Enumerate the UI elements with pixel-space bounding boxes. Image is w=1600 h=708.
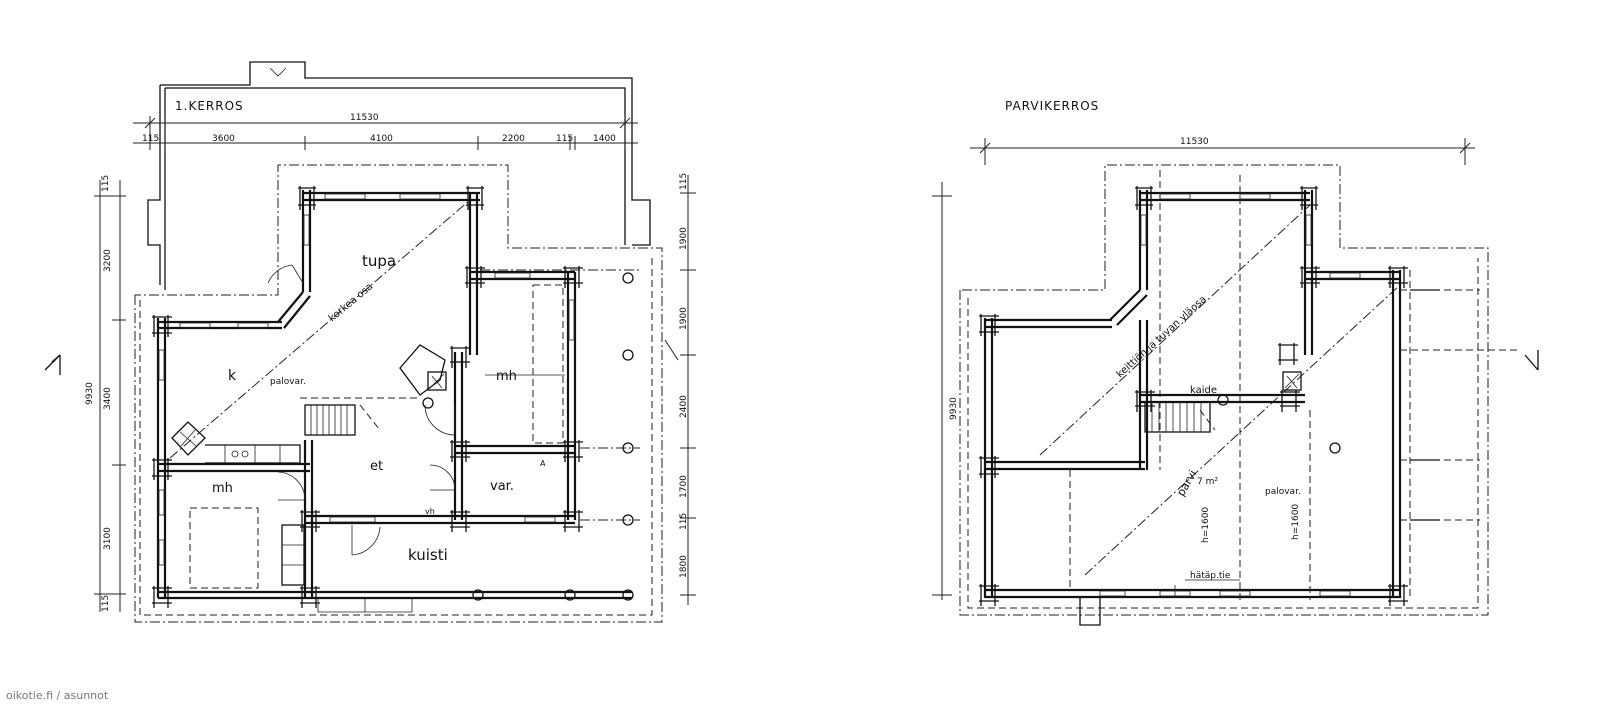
room-kuisti: kuisti	[408, 546, 448, 564]
left-dim-2: 3400	[103, 387, 113, 410]
label-area: 7 m²	[1197, 477, 1218, 487]
label-parvi: parvi	[1174, 468, 1199, 499]
p2-parvi-line	[1084, 284, 1401, 576]
top-dim-0: 115	[142, 134, 159, 144]
posts-floor-1	[472, 269, 640, 601]
windows-floor-1	[158, 193, 575, 566]
right-dim-0: 115	[679, 173, 689, 190]
source-footer: oikotie.fi / asunnot	[6, 689, 109, 702]
p2-top-dimension	[970, 138, 1475, 165]
plan-2-overall-depth: 9930	[949, 397, 959, 420]
high-ceiling-line	[169, 199, 471, 459]
label-h1: h=1600	[1201, 507, 1211, 543]
right-dims: 115 1900 1900 2400 1700 115 1800	[679, 173, 689, 578]
p2-left-dimension	[932, 182, 952, 600]
room-mh-left: mh	[212, 481, 233, 496]
label-palovar-2: palovar.	[1265, 487, 1301, 497]
top-dimension-line	[133, 116, 638, 150]
right-dim-1: 1900	[679, 227, 689, 250]
left-dims: 115 3200 3400 3100 115 9930	[85, 175, 113, 612]
doors-floor-1	[267, 264, 456, 613]
top-dim-5: 1400	[593, 134, 616, 144]
furniture-mh-left	[189, 507, 305, 589]
roof-outline	[147, 61, 651, 285]
top-dim-2: 4100	[370, 134, 393, 144]
fireplace-floor-1	[171, 344, 447, 456]
room-et: et	[370, 459, 383, 474]
roof-peak-mark	[269, 67, 287, 77]
right-dimension-line	[664, 175, 696, 605]
plan-2-parvikerros: PARVIKERROS 11530 9930 keittiön ja tuvan…	[932, 99, 1539, 626]
label-h2: h=1600	[1291, 504, 1301, 540]
left-dim-4: 115	[101, 595, 111, 612]
plan-1-overall-width: 11530	[350, 113, 379, 123]
room-vh: vh	[425, 507, 435, 516]
label-upper-space: keittiön ja tuvan yläosa	[1115, 294, 1209, 380]
p2-eaves-line	[959, 164, 1489, 616]
plan-1-overall-depth: 9930	[85, 382, 95, 405]
label-kaide: kaide	[1190, 385, 1217, 396]
label-a: A	[540, 459, 546, 468]
room-k: k	[228, 368, 237, 384]
plan-1-kerros: 1.KERROS 11530 115 3600 4100 2200 115 14…	[44, 61, 696, 623]
overhang-line	[139, 258, 653, 616]
stair-floor-1	[300, 397, 420, 436]
top-dim-4: 115	[556, 134, 573, 144]
furniture-mh-right	[485, 284, 565, 444]
left-dim-1: 3200	[103, 249, 113, 272]
label-palovar-1: palovar.	[270, 377, 306, 387]
label-hatap-tie: hätäp.tie	[1190, 571, 1231, 581]
left-dimension-line	[94, 180, 126, 612]
label-korkea-osa: korkea osa	[327, 281, 375, 324]
emergency-exit	[1079, 579, 1240, 626]
left-dim-3: 3100	[103, 527, 113, 550]
right-dim-4: 1700	[679, 475, 689, 498]
loft-grid	[1069, 170, 1520, 600]
right-dim-3: 2400	[679, 395, 689, 418]
walls-floor-1	[156, 190, 632, 600]
plan-2-overall-width: 11530	[1180, 137, 1209, 147]
p2-overhang-line	[967, 258, 1479, 609]
p2-north-arrow-icon	[1524, 350, 1539, 371]
kitchen-counter	[205, 444, 301, 464]
room-tupa: tupa	[362, 252, 396, 270]
right-dim-2: 1900	[679, 307, 689, 330]
plan-2-title: PARVIKERROS	[1005, 99, 1099, 113]
top-dim-3: 2200	[502, 134, 525, 144]
log-corners-floor-2	[979, 186, 1408, 606]
room-var: var.	[490, 479, 514, 494]
plan-1-title: 1.KERROS	[175, 99, 244, 113]
stair-floor-2	[1144, 394, 1341, 454]
eaves-line	[134, 164, 663, 623]
room-mh-right: mh	[496, 369, 517, 384]
right-dim-6: 1800	[679, 555, 689, 578]
north-arrow-icon	[44, 354, 61, 375]
walls-floor-2	[983, 190, 1402, 599]
log-corners-floor-1	[152, 186, 583, 608]
left-dim-0: 115	[101, 175, 111, 192]
right-dim-5: 115	[679, 513, 689, 530]
p2-upper-space-line	[1039, 204, 1311, 456]
top-dim-1: 3600	[212, 134, 235, 144]
chimney-floor-2	[1282, 371, 1302, 391]
